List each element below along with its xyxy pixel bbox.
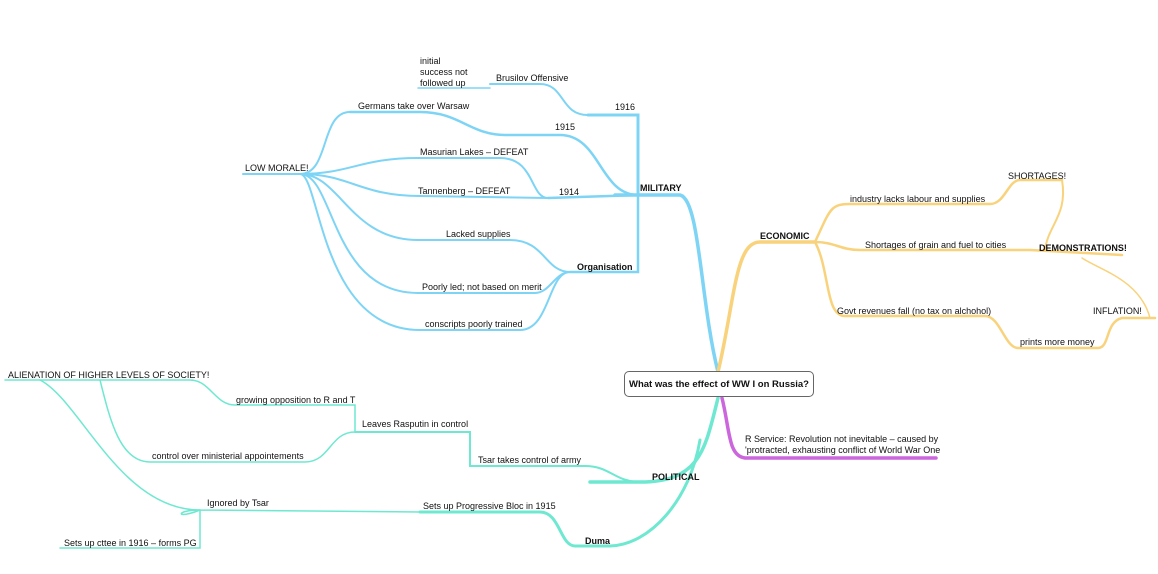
- connector-duma: [418, 438, 702, 548]
- label-inflation[interactable]: INFLATION!: [1093, 306, 1142, 316]
- connector-ministerial: [99, 379, 356, 463]
- label-cttee[interactable]: Sets up cttee in 1916 – forms PG: [64, 538, 197, 548]
- label-poorly-led[interactable]: Poorly led; not based on merit: [422, 282, 542, 292]
- connector-cttee: [59, 509, 201, 549]
- connector-morale-masurian: [299, 157, 419, 175]
- label-ministerial[interactable]: control over ministerial appointements: [152, 451, 304, 461]
- label-ignored[interactable]: Ignored by Tsar: [207, 498, 269, 508]
- label-tannenberg[interactable]: Tannenberg – DEFEAT: [418, 186, 511, 196]
- label-industry[interactable]: industry lacks labour and supplies: [850, 194, 986, 204]
- connector-morale-warsaw: [299, 111, 351, 175]
- label-1916[interactable]: 1916: [615, 102, 636, 112]
- label-demonstrations[interactable]: DEMONSTRATIONS!: [1039, 243, 1127, 253]
- connector-bloc-ignored: [180, 509, 421, 516]
- connector-morale-poorly: [299, 173, 419, 294]
- connector-military-main: [613, 193, 720, 374]
- label-organisation[interactable]: Organisation: [577, 262, 633, 272]
- label-grain[interactable]: Shortages of grain and fuel to cities: [865, 240, 1007, 250]
- political-title[interactable]: POLITICAL: [652, 472, 700, 482]
- label-warsaw[interactable]: Germans take over Warsaw: [358, 101, 470, 111]
- connector-economic-main: [716, 240, 817, 374]
- connector-1916: [586, 113, 640, 197]
- label-opposition[interactable]: growing opposition to R and T: [236, 395, 356, 405]
- label-shortages[interactable]: SHORTAGES!: [1008, 171, 1067, 181]
- connector-industry: [813, 178, 1064, 244]
- label-alienation[interactable]: ALIENATION OF HIGHER LEVELS OF SOCIETY!: [8, 370, 210, 380]
- label-conscripts[interactable]: conscripts poorly trained: [425, 319, 523, 329]
- connector-opposition: [4, 379, 356, 433]
- connector-ignored-alienation: [39, 379, 201, 511]
- military-title[interactable]: MILITARY: [640, 183, 682, 193]
- connector-morale-conscripts: [299, 173, 421, 331]
- label-1914[interactable]: 1914: [559, 187, 580, 197]
- label-service-1[interactable]: R Service: Revolution not inevitable – c…: [745, 434, 939, 444]
- connector-1915: [348, 110, 640, 197]
- connector-revenues: [813, 240, 1157, 350]
- label-1915[interactable]: 1915: [555, 122, 576, 132]
- connector-organisation: [568, 193, 640, 274]
- connector-shortages-demo: [1044, 179, 1065, 251]
- connector-morale-supplies: [299, 173, 419, 241]
- central-topic[interactable]: What was the effect of WW I on Russia?: [624, 371, 814, 397]
- label-prints-money[interactable]: prints more money: [1020, 337, 1095, 347]
- connector-demo-inflation: [1081, 257, 1151, 319]
- connector-brusilov: [489, 83, 589, 116]
- label-low-morale[interactable]: LOW MORALE!: [245, 163, 309, 173]
- connector-masurian: [417, 157, 549, 199]
- connector-supplies: [417, 239, 571, 273]
- label-brusilov[interactable]: Brusilov Offensive: [496, 73, 569, 83]
- connector-army: [354, 431, 641, 483]
- label-duma[interactable]: Duma: [585, 536, 611, 546]
- connector-morale-tannenberg: [299, 173, 421, 197]
- connector-1914: [546, 193, 640, 200]
- connector-tannenberg: [419, 195, 549, 199]
- label-rasputin[interactable]: Leaves Rasputin in control: [362, 419, 469, 429]
- label-service-2[interactable]: 'protracted, exhausting conflict of Worl…: [745, 445, 941, 455]
- label-masurian[interactable]: Masurian Lakes – DEFEAT: [420, 147, 529, 157]
- label-tsar-army[interactable]: Tsar takes control of army: [478, 455, 582, 465]
- label-revenues[interactable]: Govt revenues fall (no tax on alchohol): [837, 306, 992, 316]
- label-initial-success[interactable]: initial success not followed up: [420, 56, 468, 88]
- label-lacked-supplies[interactable]: Lacked supplies: [446, 229, 511, 239]
- label-progressive-bloc[interactable]: Sets up Progressive Bloc in 1915: [423, 501, 556, 511]
- connector-service: [720, 396, 938, 460]
- connector-grain: [813, 240, 1124, 257]
- economic-title[interactable]: ECONOMIC: [760, 231, 810, 241]
- connector-conscripts: [419, 271, 571, 331]
